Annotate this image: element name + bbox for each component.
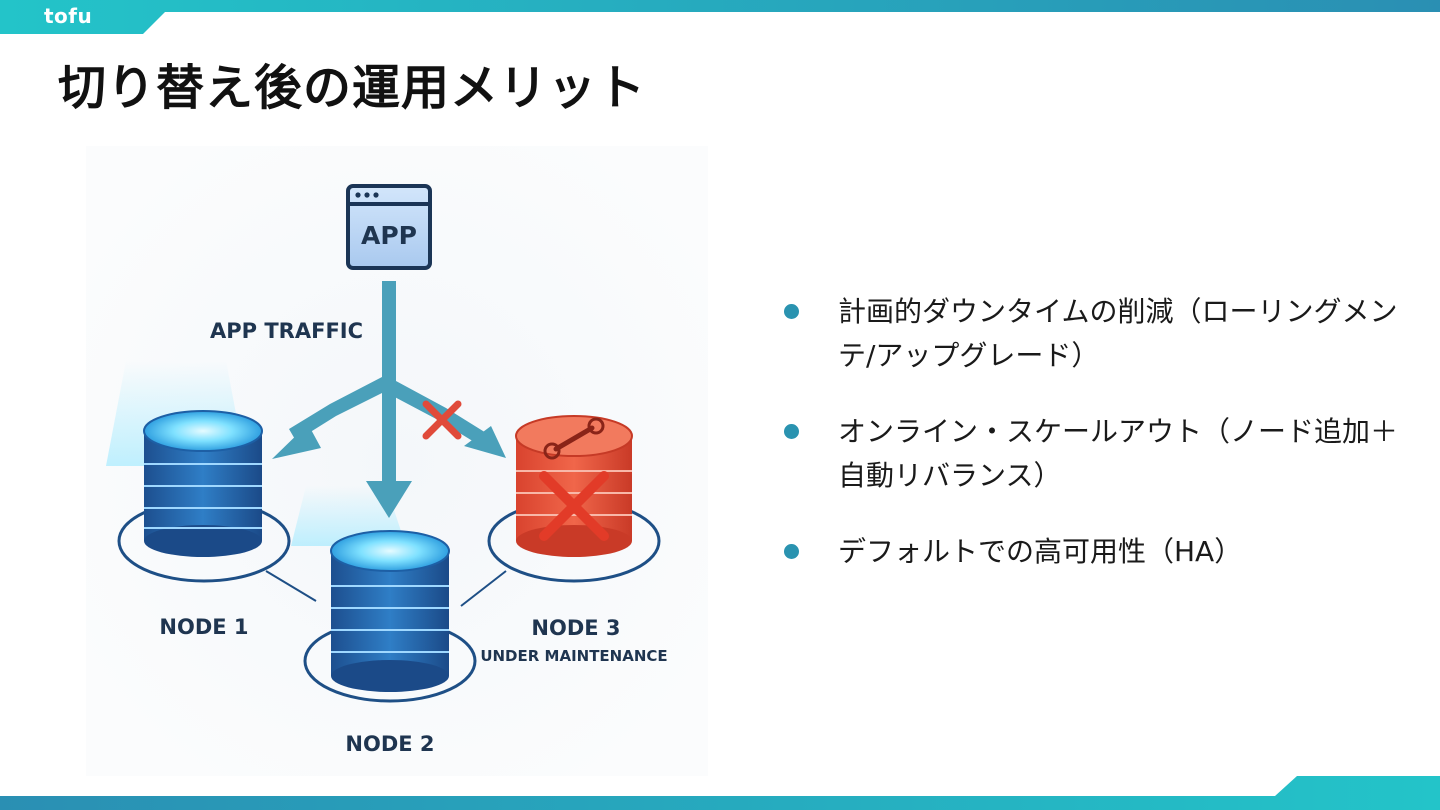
benefit-list: 計画的ダウンタイムの削減（ローリングメンテ/アップグレード） オンライン・スケー… (784, 290, 1404, 606)
cluster-diagram: APP APP TRAFFIC NODE 1 (86, 146, 708, 776)
page-title: 切り替え後の運用メリット (58, 60, 647, 116)
app-label: APP (361, 221, 417, 250)
node1-database-icon (143, 410, 263, 557)
app-window-icon (346, 184, 432, 270)
node1-label: NODE 1 (159, 615, 248, 639)
link-1-2 (265, 570, 317, 602)
link-3-2 (460, 570, 507, 607)
node2-label: NODE 2 (345, 732, 434, 756)
blocked-path-icon (422, 400, 462, 440)
bullet-dot-icon (784, 544, 799, 559)
list-item-text: 計画的ダウンタイムの削減（ローリングメンテ/アップグレード） (838, 295, 1398, 372)
node3-status-label: UNDER MAINTENANCE (480, 647, 667, 665)
bottom-bar (0, 772, 1440, 810)
list-item: オンライン・スケールアウト（ノード追加＋自動リバランス） (784, 410, 1404, 498)
failure-x-icon (539, 471, 609, 541)
top-bar (0, 0, 1440, 36)
brand-logo: tofu (44, 4, 93, 28)
traffic-label: APP TRAFFIC (210, 319, 363, 343)
list-item: 計画的ダウンタイムの削減（ローリングメンテ/アップグレード） (784, 290, 1404, 378)
node2-database-icon (330, 530, 450, 692)
wrench-icon (543, 417, 605, 460)
list-item-text: オンライン・スケールアウト（ノード追加＋自動リバランス） (838, 415, 1399, 492)
list-item-text: デフォルトでの高可用性（HA） (838, 535, 1243, 568)
bullet-dot-icon (784, 304, 799, 319)
node3-label: NODE 3 (531, 616, 620, 640)
bullet-dot-icon (784, 424, 799, 439)
list-item: デフォルトでの高可用性（HA） (784, 530, 1404, 574)
